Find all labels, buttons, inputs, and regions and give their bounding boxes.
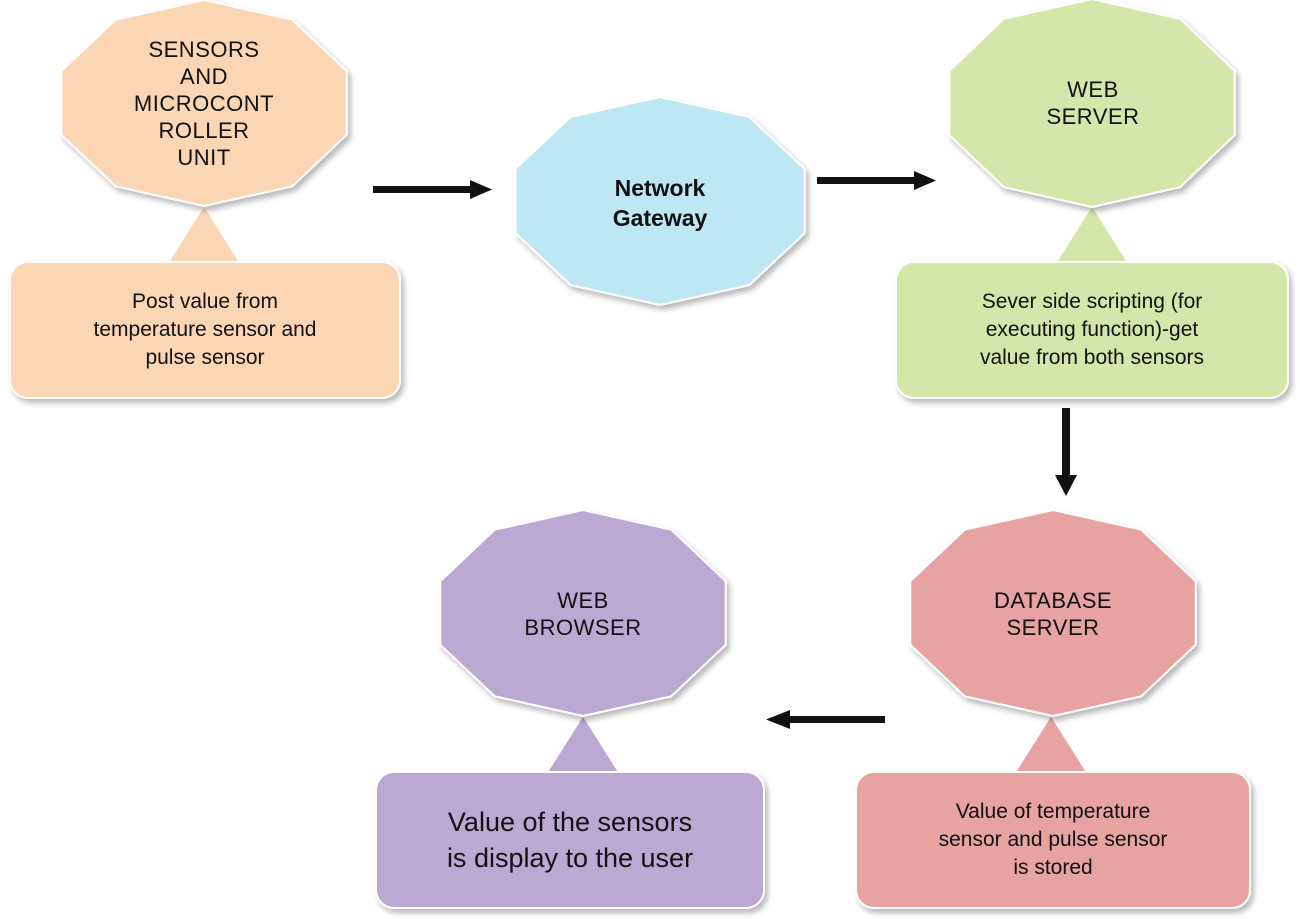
web-browser-label: WEB BROWSER [524,587,642,640]
web-server-connector-triangle [1054,203,1130,263]
arrow-web-server-to-database [1055,408,1077,496]
web-server-node [948,0,1236,209]
arrow-sensors-to-gateway [373,180,492,199]
database-note-text: Value of temperature sensor and pulse se… [938,800,1168,879]
sensors-note-text: Post value from temperature sensor and p… [93,290,317,369]
browser-connector-triangle [545,713,621,773]
sensors-node [60,0,348,208]
database-server-label: DATABASE SERVER [993,587,1113,640]
network-gateway-node [514,95,806,307]
arrow-gateway-to-web-server [817,171,936,190]
sensors-node-label: SENSORS AND MICROCONT ROLLER UNIT [133,36,275,170]
browser-note-text: Value of the sensors is display to the u… [446,807,694,873]
arrow-database-to-browser [766,710,885,729]
database-connector-triangle [1013,713,1089,773]
web-browser-node [439,508,727,718]
web-server-note-text: Sever side scripting (for executing func… [979,290,1205,369]
sensors-connector-triangle [166,203,242,263]
web-server-label: WEB SERVER [1046,76,1140,129]
database-server-node [909,508,1197,718]
network-gateway-label: Network Gateway [612,174,708,231]
